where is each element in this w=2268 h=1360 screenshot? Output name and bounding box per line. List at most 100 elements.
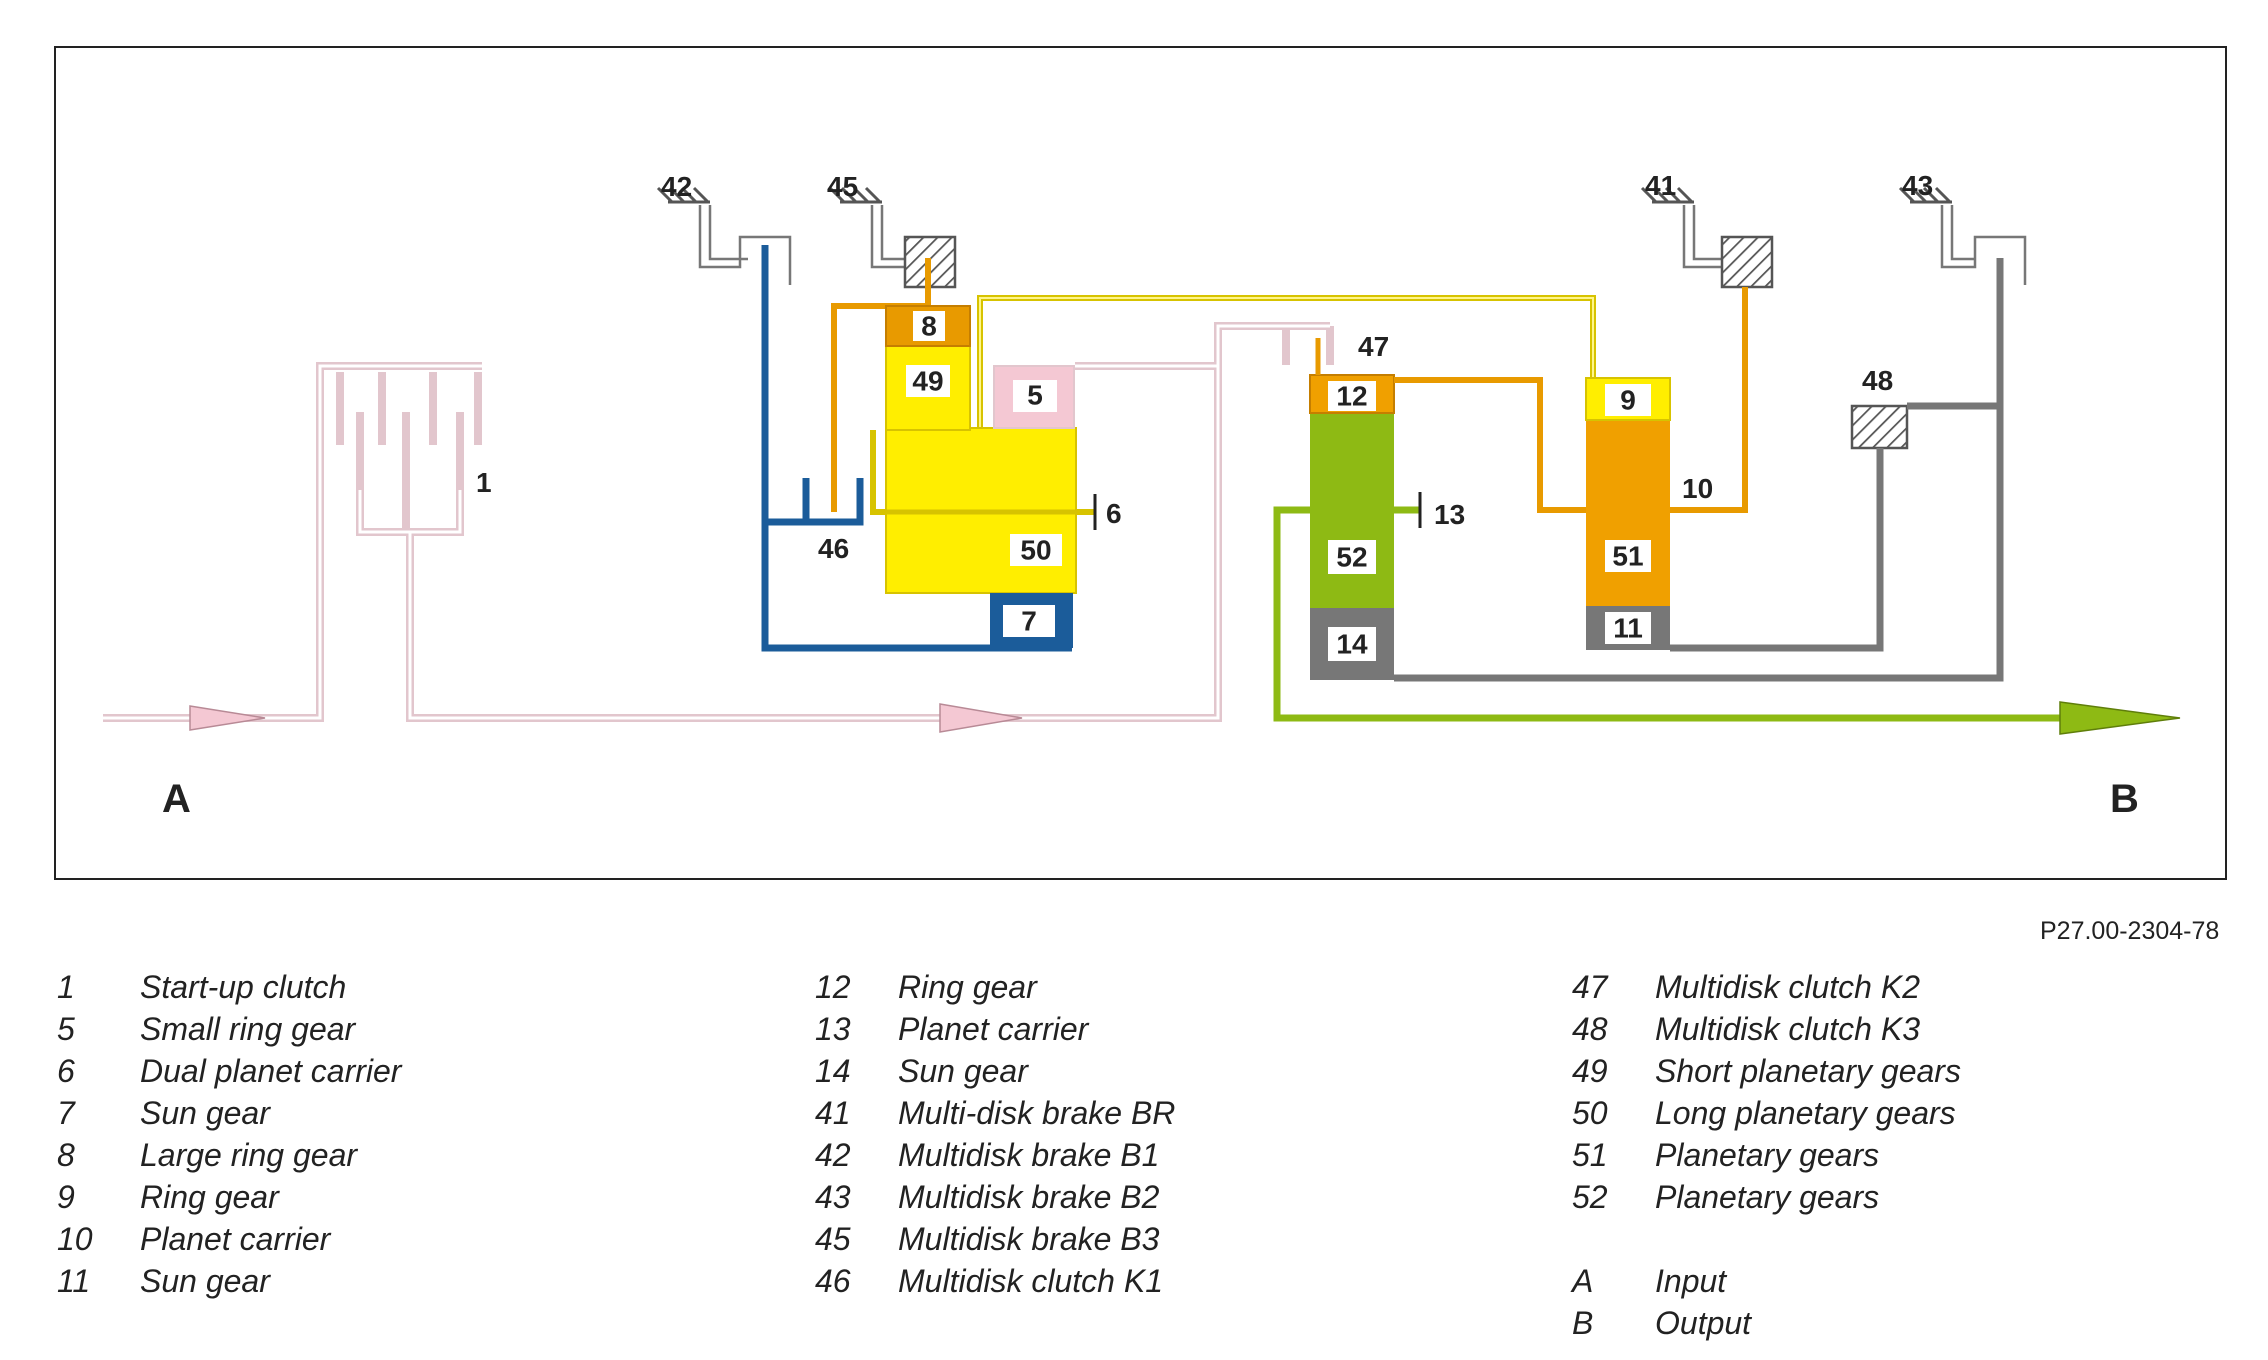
orange-shaft: [831, 258, 931, 512]
box-label-50: 50: [1020, 534, 1051, 565]
output-label: B: [2110, 777, 2139, 821]
legend-item-text: Planet carrier: [898, 1011, 1089, 1047]
callout-1: 1: [476, 467, 492, 498]
legend-item-text: Sun gear: [140, 1095, 270, 1131]
box-label-52: 52: [1336, 541, 1367, 572]
diagram-frame: [54, 46, 2227, 880]
legend-item-number: 51: [1572, 1137, 1608, 1173]
legend-item: 43 Multidisk brake B2: [815, 1176, 1175, 1218]
output-path: [1273, 506, 2100, 722]
input-path: [103, 322, 1334, 722]
legend-item-text: Output: [1655, 1305, 1752, 1341]
legend-item-text: Long planetary gears: [1655, 1095, 1956, 1131]
callout-47: 47: [1358, 331, 1389, 362]
legend-item-text: Sun gear: [898, 1053, 1028, 1089]
input-arrow-2: [939, 703, 1023, 733]
legend-item: 41 Multi-disk brake BR: [815, 1092, 1175, 1134]
legend-item-text: Multi-disk brake BR: [898, 1095, 1176, 1131]
legend-item-text: Planet carrier: [140, 1221, 331, 1257]
legend-item-number: 13: [815, 1011, 851, 1047]
callout-43: 43: [1902, 170, 1933, 201]
legend-item-text: Multidisk brake B2: [898, 1179, 1160, 1215]
legend-item: 52 Planetary gears: [1572, 1176, 1961, 1218]
legend-item: 12 Ring gear: [815, 966, 1175, 1008]
callout-42: 42: [661, 171, 692, 202]
legend-item-number: 8: [57, 1137, 75, 1173]
legend-item-number: 14: [815, 1053, 851, 1089]
legend-item-text: Planetary gears: [1655, 1179, 1880, 1215]
legend-item-number: 5: [57, 1011, 75, 1047]
brake-housing-lines: [698, 205, 2027, 285]
gear-51-planetary: [1586, 420, 1670, 606]
legend-item-number: 45: [815, 1221, 851, 1257]
legend-item: 47 Multidisk clutch K2: [1572, 966, 1961, 1008]
legend-item-text: Multidisk clutch K3: [1655, 1011, 1920, 1047]
legend-item-text: Planetary gears: [1655, 1137, 1880, 1173]
legend-item-number: 50: [1572, 1095, 1608, 1131]
box-label-9: 9: [1620, 384, 1636, 415]
legend-item-number: 43: [815, 1179, 851, 1215]
clutch-k3-block: [1850, 404, 1909, 450]
input-arrow-1: [189, 705, 266, 731]
box-label-12: 12: [1336, 380, 1367, 411]
legend-item-text: Multidisk clutch K2: [1655, 969, 1920, 1005]
box-label-11: 11: [1613, 612, 1643, 643]
transmission-diagram: 8 49 5 50 7 12 52 14 9 51 11 1 6 10 13 4…: [54, 46, 2227, 880]
gray-shafts: [1394, 258, 2004, 682]
callout-13: 13: [1434, 499, 1465, 530]
brake-br-block: [1720, 235, 1774, 289]
yellow-links-inner: [979, 297, 1594, 488]
legend-item-number: A: [1572, 1263, 1594, 1299]
legend-item-text: Large ring gear: [140, 1137, 358, 1173]
legend-item: 8 Large ring gear: [57, 1134, 401, 1176]
callout-46: 46: [818, 533, 849, 564]
legend-item-text: Multidisk brake B3: [898, 1221, 1160, 1257]
legend-item-text: Dual planet carrier: [140, 1053, 402, 1089]
legend-item-text: Ring gear: [898, 969, 1037, 1005]
legend-item-number: 1: [57, 969, 75, 1005]
legend-item-number: 7: [57, 1095, 75, 1131]
legend-item: 45 Multidisk brake B3: [815, 1218, 1175, 1260]
legend-item-number: 47: [1572, 969, 1608, 1005]
legend-item-text: Start-up clutch: [140, 969, 347, 1005]
callout-45: 45: [827, 171, 858, 202]
legend-item: 10 Planet carrier: [57, 1218, 401, 1260]
legend-item: 14 Sun gear: [815, 1050, 1175, 1092]
callout-48: 48: [1862, 365, 1893, 396]
ground-symbols: [656, 186, 1952, 204]
legend-item-number: 49: [1572, 1053, 1608, 1089]
input-label: A: [162, 777, 191, 821]
callout-41: 41: [1645, 170, 1676, 201]
legend-item-number: 42: [815, 1137, 851, 1173]
box-label-8: 8: [921, 310, 937, 341]
legend-item-number: 11: [57, 1263, 91, 1299]
legend-item-number: 9: [57, 1179, 75, 1215]
box-label-5: 5: [1027, 379, 1043, 410]
legend-item: 50 Long planetary gears: [1572, 1092, 1961, 1134]
legend-item-text: Multidisk brake B1: [898, 1137, 1160, 1173]
figure-code: P27.00-2304-78: [2040, 917, 2220, 945]
legend-item: 13 Planet carrier: [815, 1008, 1175, 1050]
box-label-14: 14: [1336, 628, 1368, 659]
legend-item-number: 10: [57, 1221, 93, 1257]
legend-item: 42 Multidisk brake B1: [815, 1134, 1175, 1176]
blue-shaft: [761, 245, 1072, 652]
legend-item-text: Short planetary gears: [1655, 1053, 1961, 1089]
legend-item-number: 52: [1572, 1179, 1608, 1215]
legend-item-text: Small ring gear: [140, 1011, 356, 1047]
callout-6: 6: [1106, 498, 1122, 529]
legend-item-number: 41: [815, 1095, 851, 1131]
input-path-inner: [103, 324, 1330, 720]
output-arrow: [2059, 701, 2181, 735]
box-label-49: 49: [912, 365, 943, 396]
legend-item-number: B: [1572, 1305, 1594, 1341]
box-label-51: 51: [1612, 540, 1643, 571]
legend-item-number: 12: [815, 969, 851, 1005]
